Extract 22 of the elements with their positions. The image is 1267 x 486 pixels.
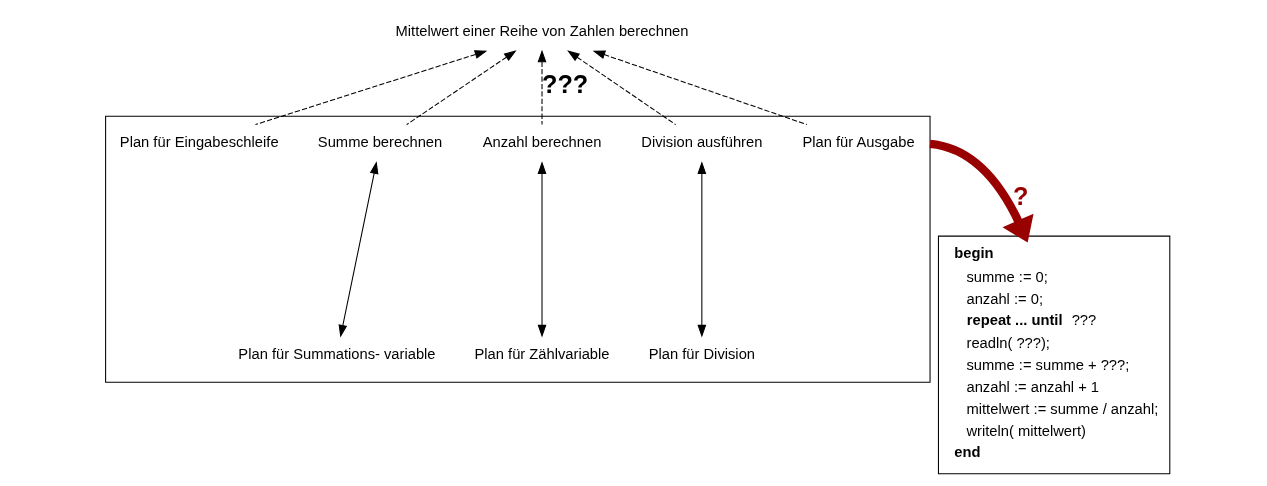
arrow xyxy=(254,49,488,125)
node-text: Plan für Zählvariable xyxy=(474,345,610,362)
node-text: Mittelwert einer Reihe von Zahlen berechnen xyxy=(395,22,689,39)
node-text: Division ausführen xyxy=(641,133,763,150)
arrow xyxy=(929,139,1034,243)
node-text: Summe berechnen xyxy=(317,133,443,150)
arrow xyxy=(537,49,547,125)
edge-label: ? xyxy=(1013,181,1029,210)
node-box: begin summe := 0; anzahl := 0; repeat ... until ??? readln( ???); summe := summe + ???; anzahl := anzahl + 1 mittelwert := summe / anzahl; writeln( mittelwert) end xyxy=(937,235,1171,474)
node-text: Plan für Ausgabe xyxy=(802,133,915,150)
arrow xyxy=(592,50,808,125)
arrow xyxy=(537,160,547,337)
arrow xyxy=(697,160,707,337)
node-text: Plan für Eingabeschleife xyxy=(119,133,279,150)
cluster xyxy=(105,115,931,383)
node-text: Anzahl berechnen xyxy=(482,133,602,150)
arrow xyxy=(567,49,677,125)
arrow xyxy=(406,49,517,125)
node-text: Plan für Summations- variable xyxy=(238,345,436,362)
arrow xyxy=(338,160,379,337)
edge-label: ??? xyxy=(542,69,589,98)
node-text: Plan für Division xyxy=(648,345,756,362)
